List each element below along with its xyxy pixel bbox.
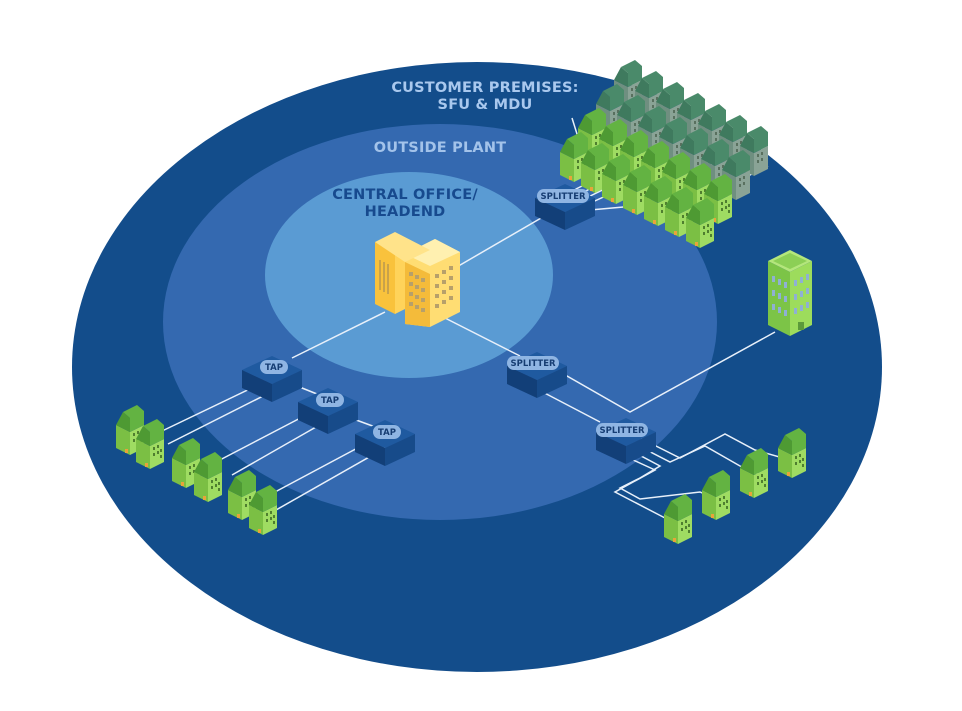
tap-2: TAP bbox=[298, 388, 358, 434]
headend-building bbox=[375, 232, 460, 327]
customer-premises-label-line1: CUSTOMER PREMISES: bbox=[391, 80, 579, 96]
cable-headend-splitter-top bbox=[454, 213, 549, 269]
cable-headend-tap-1 bbox=[291, 311, 386, 359]
cable-splitter-mid-mdu bbox=[559, 331, 776, 413]
tap-1-label: TAP bbox=[265, 363, 283, 373]
central-office-label-line2: HEADEND bbox=[364, 204, 446, 220]
cable-tap1-drop-b bbox=[167, 389, 276, 445]
central-office-label: CENTRAL OFFICE/ HEADEND bbox=[320, 187, 490, 221]
splitter-top-label: SPLITTER bbox=[540, 192, 586, 202]
cable-tap2-drop-b bbox=[231, 418, 331, 476]
cable-tap3-drop-b bbox=[275, 447, 386, 511]
splitter-top: SPLITTER bbox=[535, 184, 595, 230]
cable-headend-splitter-mid bbox=[444, 317, 521, 357]
cable-tap3-drop-a bbox=[259, 443, 366, 501]
tap-3-label: TAP bbox=[378, 428, 396, 438]
splitter-mid: SPLITTER bbox=[507, 352, 567, 398]
customer-premises-label-line2: SFU & MDU bbox=[437, 97, 533, 113]
tap-3: TAP bbox=[355, 420, 415, 466]
central-office-label-line1: CENTRAL OFFICE/ bbox=[332, 187, 478, 203]
splitter-mid-label: SPLITTER bbox=[510, 359, 556, 369]
cable-tap1-drop-a bbox=[159, 384, 259, 433]
tap-1: TAP bbox=[242, 356, 302, 402]
splitter-low: SPLITTER bbox=[596, 418, 656, 464]
customer-premises-label: CUSTOMER PREMISES: SFU & MDU bbox=[360, 80, 610, 114]
mdu-building bbox=[768, 250, 812, 336]
cable-splitter-low-drop-3 bbox=[618, 448, 719, 501]
tap-2-label: TAP bbox=[321, 396, 339, 406]
cable-tap2-drop-a bbox=[215, 412, 311, 463]
splitter-low-label: SPLITTER bbox=[599, 426, 645, 436]
outside-plant-label: OUTSIDE PLANT bbox=[373, 140, 507, 156]
